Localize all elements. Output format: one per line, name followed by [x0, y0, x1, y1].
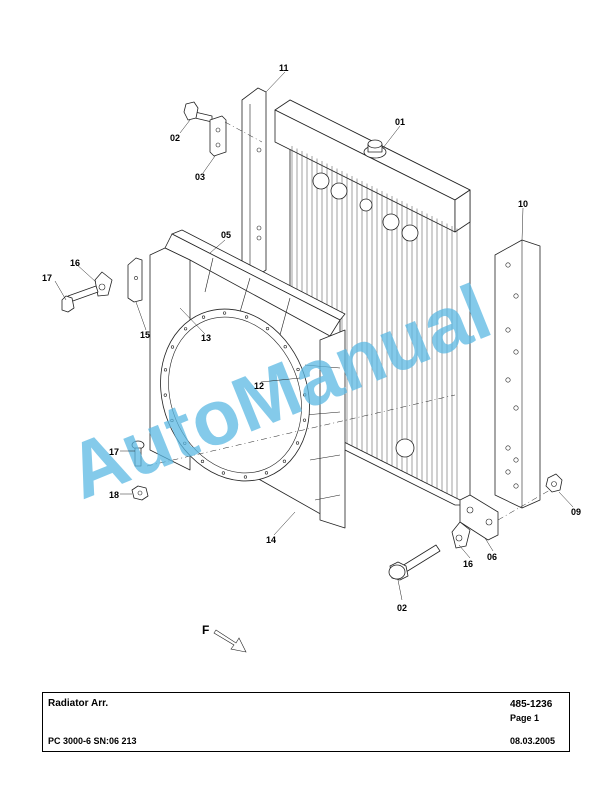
nut-right [545, 473, 563, 493]
callout-06: 06 [487, 552, 497, 562]
direction-arrow: F [202, 623, 247, 653]
bracket-hole [505, 469, 511, 475]
small-bracket-left [127, 257, 143, 303]
callout-15: 15 [140, 330, 150, 340]
left-side-bracket [241, 87, 267, 281]
long-bolt-bottom [388, 544, 441, 581]
callout-12: 12 [254, 381, 264, 391]
bolt-top-left [183, 101, 213, 123]
assembly-centerline [224, 121, 263, 143]
callout-05: 05 [221, 230, 231, 240]
bolt-lower-left [131, 440, 145, 467]
bracket-hole [513, 293, 519, 299]
shroud-ring-bolt [163, 368, 168, 372]
callout-02: 02 [170, 133, 180, 143]
leader-lines [54, 71, 574, 601]
right-side-bracket [494, 239, 541, 509]
washer-plate [209, 115, 227, 157]
shroud-ring-bolt [183, 327, 188, 331]
radiator-hose-stubs [312, 172, 419, 458]
shroud-ring-bolt [170, 345, 175, 349]
shroud-ring-bolt [296, 367, 300, 372]
shroud-ring-bolt [163, 393, 167, 397]
shroud-ring-bolt [183, 441, 187, 445]
exploded-parts-drawing: AutoManual F 11 01 02 03 05 10 16 17 15 … [42, 63, 581, 653]
issue-date: 08.03.2005 [510, 736, 556, 746]
shroud-ring-bolt [295, 441, 300, 445]
callout-01: 01 [395, 117, 405, 127]
bracket-hole [505, 445, 511, 451]
callout-10: 10 [518, 199, 528, 209]
assembly-centerline [497, 489, 551, 521]
callout-09: 09 [571, 507, 581, 517]
shroud-ring-bolt [243, 475, 248, 479]
part-number: 485-1236 [510, 699, 553, 710]
bracket-hole [513, 483, 519, 489]
bracket-hole [513, 405, 519, 411]
bracket-hole [505, 377, 511, 383]
shroud-ring-bolt [282, 459, 287, 463]
radiator-filler-cap [363, 139, 387, 159]
shroud-ring-bolt [170, 418, 174, 423]
callout-14: 14 [266, 535, 276, 545]
callout-11: 11 [279, 63, 289, 73]
bracket-hole [505, 262, 511, 268]
shroud-ring-bolt [302, 418, 307, 422]
shroud-ring-bolt [283, 345, 287, 349]
clip-left [94, 271, 113, 297]
fan-shroud [149, 229, 346, 529]
model-serial: PC 3000-6 SN:06 213 [48, 736, 137, 746]
shroud-ring-bolt [222, 311, 227, 315]
direction-label: F [202, 623, 209, 637]
callout-02b: 02 [397, 603, 407, 613]
nut-lower-left [131, 485, 149, 501]
callout-18: 18 [109, 490, 119, 500]
drawing-title: Radiator Arr. [48, 698, 109, 709]
callout-17: 17 [42, 273, 52, 283]
page-label: Page 1 [510, 713, 540, 723]
bracket-hole [513, 349, 519, 355]
shroud-ring-bolt [245, 315, 249, 319]
clip-bottom-right [451, 521, 471, 549]
callout-17b: 17 [109, 447, 119, 457]
title-block: Radiator Arr. 485-1236 Page 1 PC 3000-6 … [42, 692, 570, 752]
callout-03: 03 [195, 172, 205, 182]
shroud-ring-bolt [264, 471, 269, 475]
bracket-hole [505, 327, 511, 333]
assembly-centerline [146, 394, 456, 467]
shroud-ring-bolt [303, 393, 307, 397]
callout-16b: 16 [463, 559, 473, 569]
bracket-hole [513, 457, 519, 463]
callout-13: 13 [201, 333, 211, 343]
shroud-ring-bolt [265, 327, 270, 331]
bolt-left [61, 285, 99, 313]
callout-16: 16 [70, 258, 80, 268]
shroud-ring-bolt [221, 471, 225, 475]
shroud-ring-bolt [201, 315, 206, 319]
shroud-ring-bolt [200, 459, 205, 463]
